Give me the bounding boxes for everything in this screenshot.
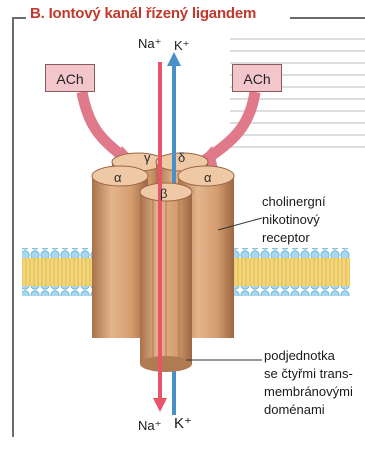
k-ion-label-bottom: K⁺ [174,414,192,432]
na-ion-label-bottom: Na⁺ [138,418,161,434]
k-ion-label-top: K⁺ [174,38,190,54]
subunit-gamma-label: γ [144,150,151,165]
subunit-label-line-4: doménami [264,402,325,418]
subunit-alpha-left-label: α [114,170,122,185]
subunit-label-line-3: membránovými [264,384,353,400]
subunit-delta-label: δ [178,150,185,165]
receptor-label-line-2: nikotinový [262,212,320,228]
ach-ligand-right: ACh [232,64,282,92]
subunit-alpha-right-label: α [204,170,212,185]
subunit-beta-label: β [160,186,167,201]
subunit-beta-cylinder [140,183,192,372]
subunit-label-line-1: podjednotka [264,348,335,364]
receptor-label-line-1: cholinergní [262,194,326,210]
ach-ligand-left: ACh [45,64,95,92]
receptor-label-line-3: receptor [262,230,310,246]
na-ion-label-top: Na⁺ [138,36,161,52]
subunit-label-line-2: se čtyřmi trans- [264,366,353,382]
